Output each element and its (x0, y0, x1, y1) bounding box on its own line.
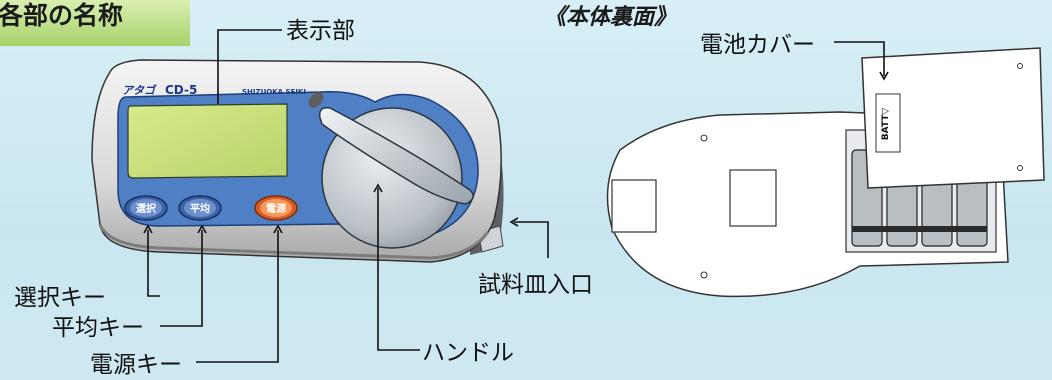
select-key-leader (147, 230, 160, 297)
cover-screw-bottom (1017, 165, 1023, 171)
sample-inlet-arrow (509, 217, 519, 227)
brand-logo: アタゴ (122, 84, 157, 97)
lcd-display (127, 103, 288, 179)
select-key-face[interactable] (130, 199, 162, 217)
label-display: 表示部 (286, 18, 355, 44)
label-handle: ハンドル (422, 340, 514, 366)
title-tab: 各部の名称 (0, 0, 190, 46)
label-power-key: 電源キー (90, 352, 182, 378)
battery-label: BATT▽ (881, 108, 891, 141)
maker-name: SHIZUOKA SEIKI (242, 88, 306, 96)
label-battery-cover: 電池カバー (700, 32, 815, 58)
average-key[interactable]: 平均 (178, 195, 222, 221)
handle-leader (377, 188, 420, 351)
sample-inlet-leader (514, 221, 549, 258)
power-key-arrow (273, 224, 283, 234)
screw-hole-bottom (700, 271, 708, 279)
section-title: 各部の名称 (0, 1, 123, 30)
back-view-title: 《本体裏面》 (544, 4, 676, 30)
label-select-key: 選択キー (14, 285, 106, 311)
average-key-arrow (197, 224, 207, 234)
battery-cover[interactable] (861, 47, 1045, 189)
label-sample-inlet: 試料皿入口 (478, 272, 593, 298)
leader-lines (143, 29, 889, 363)
label-average-key: 平均キー (52, 315, 144, 341)
average-key-leader (160, 230, 203, 327)
average-key-label[interactable]: 平均 (190, 202, 210, 215)
battery-cover-leader (834, 41, 885, 76)
model-name: CD-5 (165, 83, 197, 97)
power-key[interactable]: 電源 (254, 195, 298, 221)
select-key-label[interactable]: 選択 (136, 202, 157, 215)
back-window (729, 169, 777, 227)
select-key-arrow (143, 224, 153, 234)
power-key-face[interactable] (260, 199, 292, 217)
power-key-label[interactable]: 電源 (266, 202, 286, 215)
front-device: アタゴ CD-5 SHIZUOKA SEIKI 選択 平均 電源 (91, 59, 504, 263)
screw-hole-top (700, 134, 708, 142)
power-key-leader (196, 230, 279, 363)
callout-labels: 表示部 選択キー 平均キー 電源キー ハンドル 試料皿入口 電池カバー (14, 18, 815, 378)
back-device: 《本体裏面》 BATT▽ (544, 4, 1045, 298)
battery-cover-latch[interactable] (875, 93, 901, 153)
handle-arrow (373, 183, 383, 193)
select-key[interactable]: 選択 (124, 195, 168, 221)
back-tab (611, 179, 657, 233)
title-tab-background (0, 0, 190, 46)
indicator-lamp (308, 92, 324, 108)
device-bottom-edge (98, 224, 490, 260)
cover-screw-top (1017, 63, 1023, 69)
battery-band (852, 226, 987, 232)
average-key-face[interactable] (184, 199, 216, 217)
display-leader (217, 29, 282, 104)
battery-cover-arrow (879, 71, 889, 81)
handle-bar[interactable] (318, 106, 474, 205)
